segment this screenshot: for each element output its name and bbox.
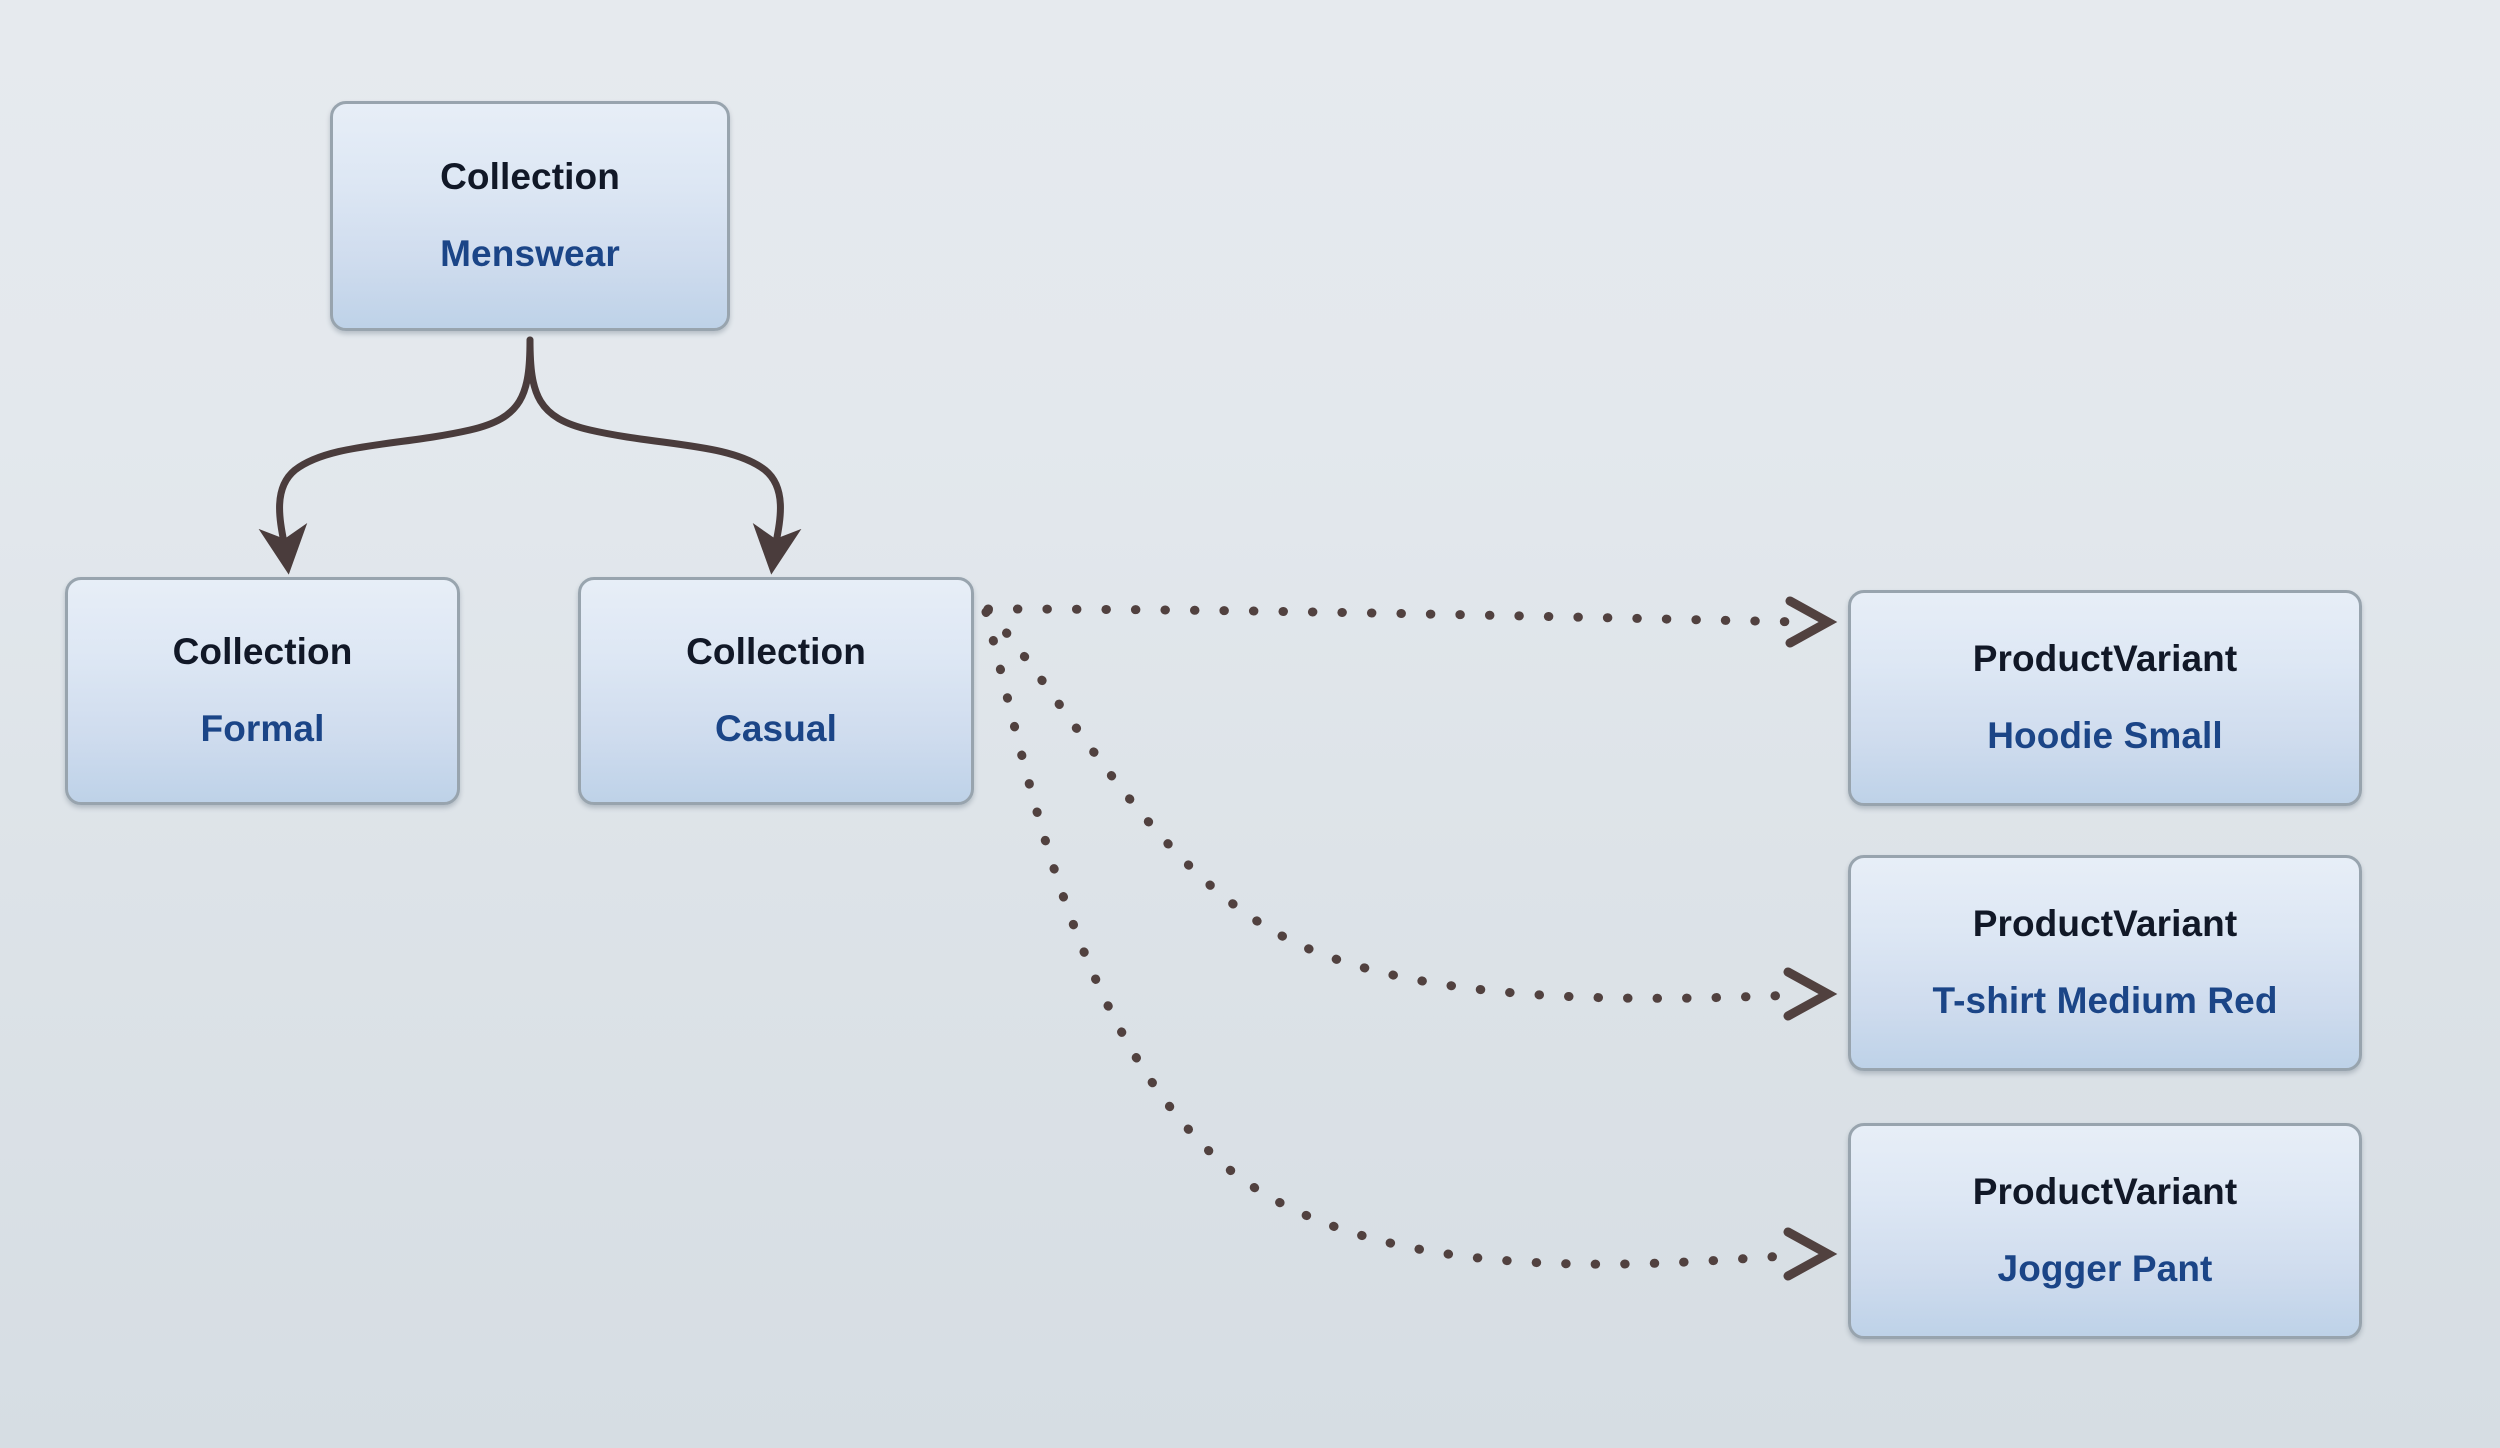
edge-casual-to-jogger-pant — [981, 607, 1838, 1281]
node-value-label: Jogger Pant — [1997, 1248, 2213, 1289]
node-productvariant-hoodie-small[interactable]: ProductVariant Hoodie Small — [1848, 590, 2362, 806]
node-collection-menswear[interactable]: Collection Menswear — [330, 101, 730, 331]
node-type-label: Collection — [686, 631, 866, 673]
edge-casual-to-tshirt-medium-red — [983, 605, 1838, 1021]
node-value-label: Casual — [715, 708, 837, 749]
node-collection-formal[interactable]: Collection Formal — [65, 577, 460, 805]
node-type-label: ProductVariant — [1972, 903, 2238, 945]
edge-menswear-to-formal — [258, 336, 534, 575]
node-productvariant-tshirt-medium-red[interactable]: ProductVariant T-shirt Medium Red — [1848, 855, 2362, 1071]
node-type-label: Collection — [172, 631, 353, 673]
node-value-label: T-shirt Medium Red — [1932, 980, 2278, 1021]
node-type-label: ProductVariant — [1972, 638, 2238, 680]
node-productvariant-jogger-pant[interactable]: ProductVariant Jogger Pant — [1848, 1123, 2362, 1339]
edge-casual-to-hoodie-small — [983, 596, 1838, 648]
node-collection-casual[interactable]: Collection Casual — [578, 577, 974, 805]
node-value-label: Formal — [200, 708, 325, 749]
node-value-label: Menswear — [440, 233, 620, 274]
node-type-label: Collection — [440, 156, 620, 198]
edge-menswear-to-casual — [526, 336, 802, 575]
node-type-label: ProductVariant — [1972, 1171, 2238, 1213]
node-value-label: Hoodie Small — [1987, 715, 2223, 756]
